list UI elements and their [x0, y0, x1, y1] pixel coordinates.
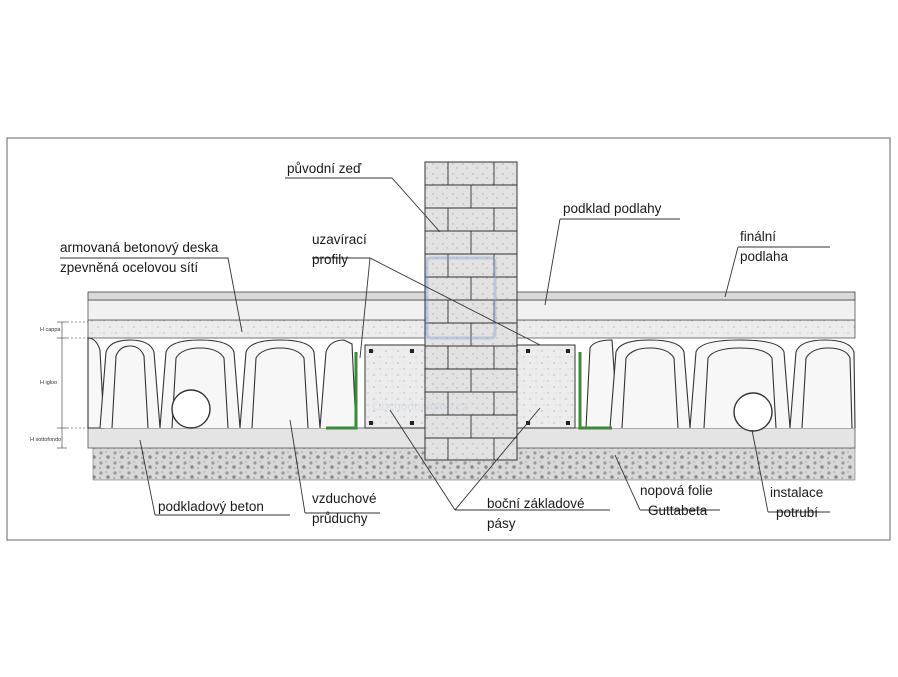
label-closing-profiles-1: uzavírací — [312, 232, 367, 247]
label-final-floor-2: podlaha — [740, 249, 789, 264]
label-final-floor-1: finální — [740, 229, 776, 244]
label-dimple-foil-2: Guttabeta — [648, 503, 708, 518]
label-side-foundation-1: boční základové — [487, 496, 585, 511]
label-base-concrete: podkladový beton — [158, 499, 264, 514]
label-air-ducts-2: průduchy — [312, 511, 368, 526]
diagram-frame — [6, 137, 891, 541]
leader-lines — [60, 177, 830, 516]
igloo-domes-left — [87, 337, 357, 429]
dim-h-igloo: H igloo — [40, 380, 57, 386]
label-original-wall: původní zeď — [287, 161, 362, 176]
label-pipe-installation-1: instalace — [770, 485, 823, 500]
label-closing-profiles-2: profily — [312, 252, 348, 267]
label-air-ducts-1: vzduchové — [312, 491, 377, 506]
pipe-right — [733, 392, 773, 432]
label-side-foundation-2: pásy — [487, 516, 516, 531]
watermark-logo: Obchodni Igloo.cz — [372, 256, 497, 413]
label-pipe-installation-2: potrubí — [776, 505, 818, 520]
igloo-domes-right — [585, 339, 856, 429]
closing-profiles — [326, 352, 612, 430]
label-dimple-foil-1: nopová folie — [640, 483, 713, 498]
watermark-text: Obchodni Igloo.cz — [372, 399, 468, 413]
brick-wall — [424, 161, 518, 461]
dim-h-cappa: H cappa — [40, 327, 61, 333]
label-reinforced-slab-1: armovaná betonový deska — [60, 240, 219, 255]
label-reinforced-slab-2: zpevněná ocelovou sítí — [60, 260, 198, 275]
dim-h-sottofondo: H sottofondo — [30, 437, 61, 443]
pipe-left — [171, 389, 211, 429]
dimension-markers — [57, 321, 88, 449]
label-floor-base: podklad podlahy — [563, 201, 662, 216]
